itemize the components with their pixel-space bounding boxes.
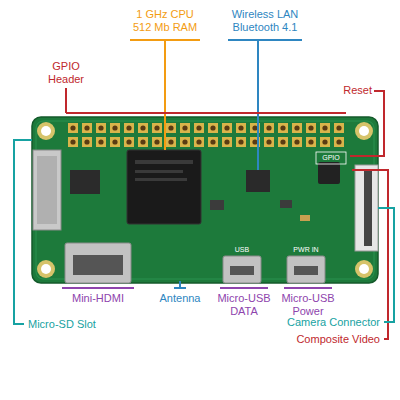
micro-usb-power-label: Micro-USB Power (278, 292, 338, 318)
micro-sd-label: Micro-SD Slot (28, 318, 128, 331)
mounting-hole (41, 264, 51, 274)
usb-opening (230, 266, 254, 275)
smd-part (280, 200, 292, 208)
mounting-hole (37, 122, 55, 140)
wireless-label: Wireless LAN Bluetooth 4.1 (225, 8, 305, 34)
sd-slot-inner (37, 156, 57, 224)
camera-connector (355, 165, 378, 251)
silkscreen-text: USB (227, 245, 257, 254)
hdmi-leader (62, 287, 134, 289)
mounting-hole (37, 260, 55, 278)
sd-leader (14, 140, 32, 324)
usb-opening (294, 266, 318, 275)
micro-usb-data-label: Micro-USB DATA (214, 292, 274, 318)
micro-usb-power-port (287, 256, 325, 283)
sd-slot (33, 150, 61, 230)
camera-leader (378, 208, 394, 322)
mounting-hole (355, 260, 373, 278)
usb-data-leader (220, 287, 268, 289)
pcb-edge (36, 121, 374, 279)
inductor (318, 162, 340, 184)
wireless-chip (246, 170, 270, 192)
mounting-hole (355, 122, 373, 140)
antenna-leader (174, 281, 186, 288)
silkscreen-text: PWR IN (288, 245, 324, 254)
wireless-leader (228, 40, 302, 170)
micro-usb-data-port (223, 256, 261, 283)
cpu-chip (127, 150, 201, 224)
mini-hdmi-label: Mini-HDMI (63, 292, 133, 305)
chip-marking (135, 178, 187, 181)
usb-power-leader (284, 287, 332, 289)
composite-leader (352, 170, 388, 339)
chip-marking (135, 160, 193, 164)
silkscreen-text: GPIO (316, 153, 346, 162)
mini-hdmi-opening (73, 255, 123, 275)
mounting-hole (359, 126, 369, 136)
gpio-leader (66, 88, 346, 113)
smd-part (300, 215, 310, 221)
reset-leader (350, 91, 384, 156)
mounting-hole (41, 126, 51, 136)
pcb-board (32, 117, 378, 283)
leader-lines (14, 40, 394, 339)
mini-hdmi-port (65, 243, 131, 283)
cpu-label: 1 GHz CPU 512 Mb RAM (129, 8, 201, 34)
smd-part (70, 170, 100, 194)
camera-connector-label: Camera Connector (270, 316, 380, 329)
mounting-hole (359, 264, 369, 274)
chip-marking (135, 170, 183, 173)
gpio-header-label: GPIO Header (43, 60, 89, 86)
silk-box (316, 152, 346, 164)
gpio-pads (66, 121, 346, 149)
cpu-leader (130, 40, 200, 150)
composite-video-label: Composite Video (270, 333, 380, 346)
reset-label: Reset (332, 84, 372, 97)
antenna-label: Antenna (150, 292, 210, 305)
smd-part (210, 200, 224, 210)
camera-slot (364, 170, 372, 246)
